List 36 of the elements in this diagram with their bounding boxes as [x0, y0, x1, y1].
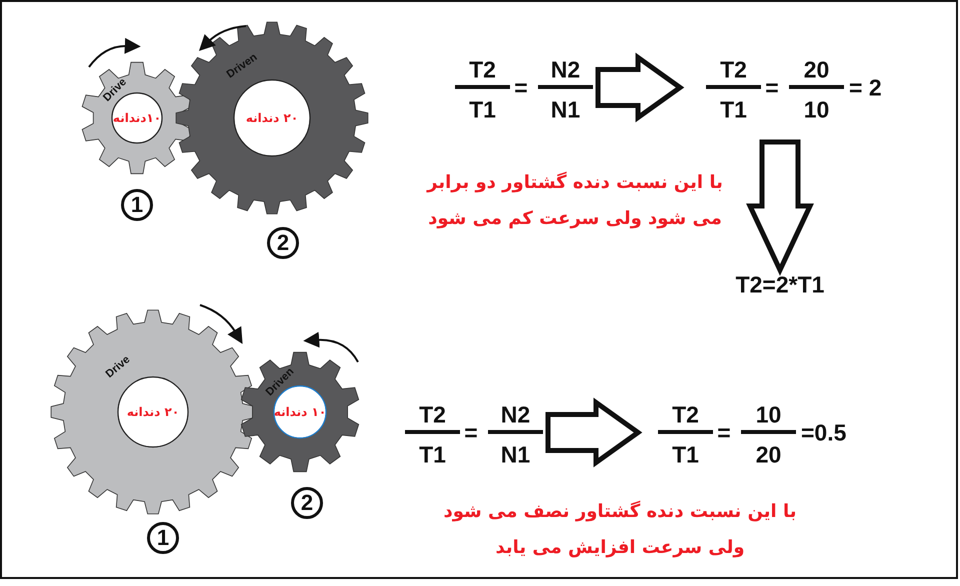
teeth-count: ۲۰ دندانه: [246, 111, 298, 125]
denominator: T1: [419, 442, 446, 468]
teeth-count: ۱۰دندانه: [112, 111, 162, 125]
denominator: 20: [756, 442, 782, 468]
circled-number: 2: [267, 227, 299, 259]
denominator: N1: [500, 442, 530, 468]
numerator: N2: [500, 402, 530, 428]
equals-sign: =: [464, 420, 478, 446]
teeth-count: ۲۰ دندانه: [126, 405, 180, 419]
block-arrow: [746, 140, 814, 276]
numerator: T2: [720, 56, 747, 84]
block-arrow: [546, 398, 642, 468]
denominator: T1: [720, 96, 747, 124]
result: = 2: [849, 74, 882, 102]
circled-number: 1: [121, 189, 153, 221]
numerator: 10: [756, 402, 782, 428]
note: با این نسبت دنده گشتاور نصف می شود ولی سرعت افزایش می یابد: [442, 500, 798, 560]
numerator: 20: [804, 56, 830, 84]
result: =0.5: [801, 420, 846, 446]
note: با این نسبت دنده گشتاور دو برابر می شود ولی سرعت کم می شود: [425, 170, 724, 231]
equals-sign: =: [765, 74, 779, 102]
denominator: N1: [550, 96, 580, 124]
numerator: T2: [419, 402, 446, 428]
block-arrow: [596, 52, 684, 122]
teeth-count: ۱۰ دندانه: [274, 405, 326, 419]
denominator: 10: [804, 96, 830, 124]
denominator: T1: [672, 442, 699, 468]
equals-sign: =: [717, 420, 731, 446]
denominator: T1: [469, 96, 496, 124]
equation: T2=2*T1: [736, 272, 824, 298]
circled-number: 1: [147, 522, 179, 554]
numerator: T2: [672, 402, 699, 428]
equals-sign: =: [514, 74, 528, 102]
numerator: T2: [469, 56, 496, 84]
circled-number: 2: [291, 487, 323, 519]
numerator: N2: [550, 56, 580, 84]
